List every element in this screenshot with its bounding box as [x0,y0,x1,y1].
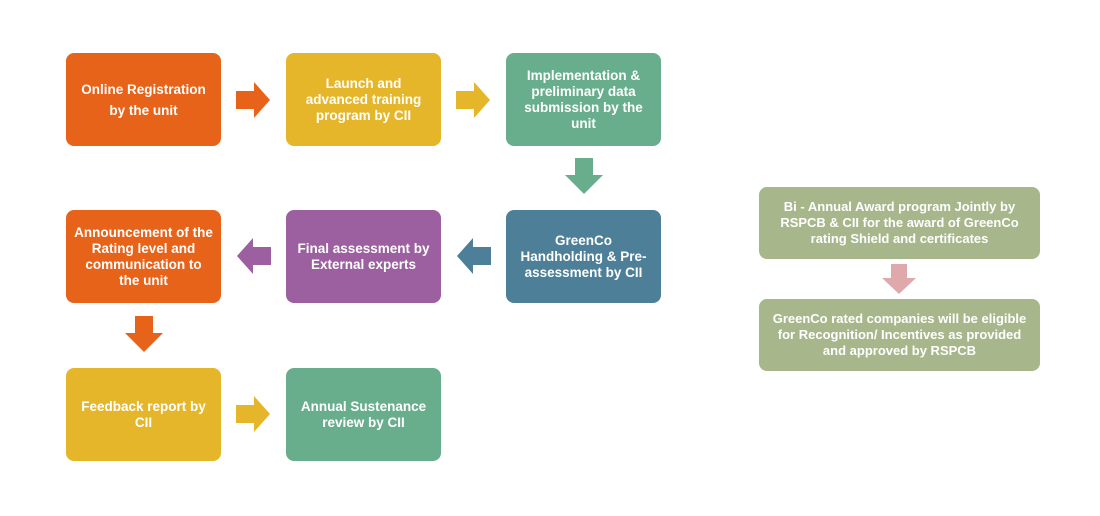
step-label: Feedback report by CII [81,398,206,430]
step-feedback-report: Feedback report by CII [66,368,221,461]
side-step-label: Bi - Annual Award program Jointly by RSP… [780,199,1019,246]
step-label: Annual Sustenance review by CII [300,398,427,430]
step-online-registration: Online Registration by the unit [66,53,221,146]
arrow-down-icon [565,158,603,194]
arrow-right-icon [236,82,270,118]
step-label: GreenCo Handholding & Pre-assessment by … [520,232,647,280]
arrow-left-icon [237,238,271,274]
step-label: Online Registration by the unit [81,81,206,118]
arrow-down-icon [125,316,163,352]
step-announcement: Announcement of the Rating level and com… [66,210,221,303]
step-handholding: GreenCo Handholding & Pre-assessment by … [506,210,661,303]
arrow-right-icon [456,82,490,118]
arrow-left-icon [457,238,491,274]
step-final-assessment: Final assessment by External experts [286,210,441,303]
arrow-down-icon [882,264,916,294]
step-label: Announcement of the Rating level and com… [74,224,213,288]
step-implementation: Implementation & preliminary data submis… [506,53,661,146]
step-label: Implementation & preliminary data submis… [524,67,643,131]
side-step-label: GreenCo rated companies will be eligible… [772,311,1027,358]
step-annual-sustenance: Annual Sustenance review by CII [286,368,441,461]
side-step-bi-annual-award: Bi - Annual Award program Jointly by RSP… [759,187,1040,259]
arrow-right-icon [236,396,270,432]
step-launch-training: Launch and advanced training program by … [286,53,441,146]
step-label: Final assessment by External experts [297,240,430,272]
step-label: Launch and advanced training program by … [305,75,422,123]
side-step-rated-companies: GreenCo rated companies will be eligible… [759,299,1040,371]
